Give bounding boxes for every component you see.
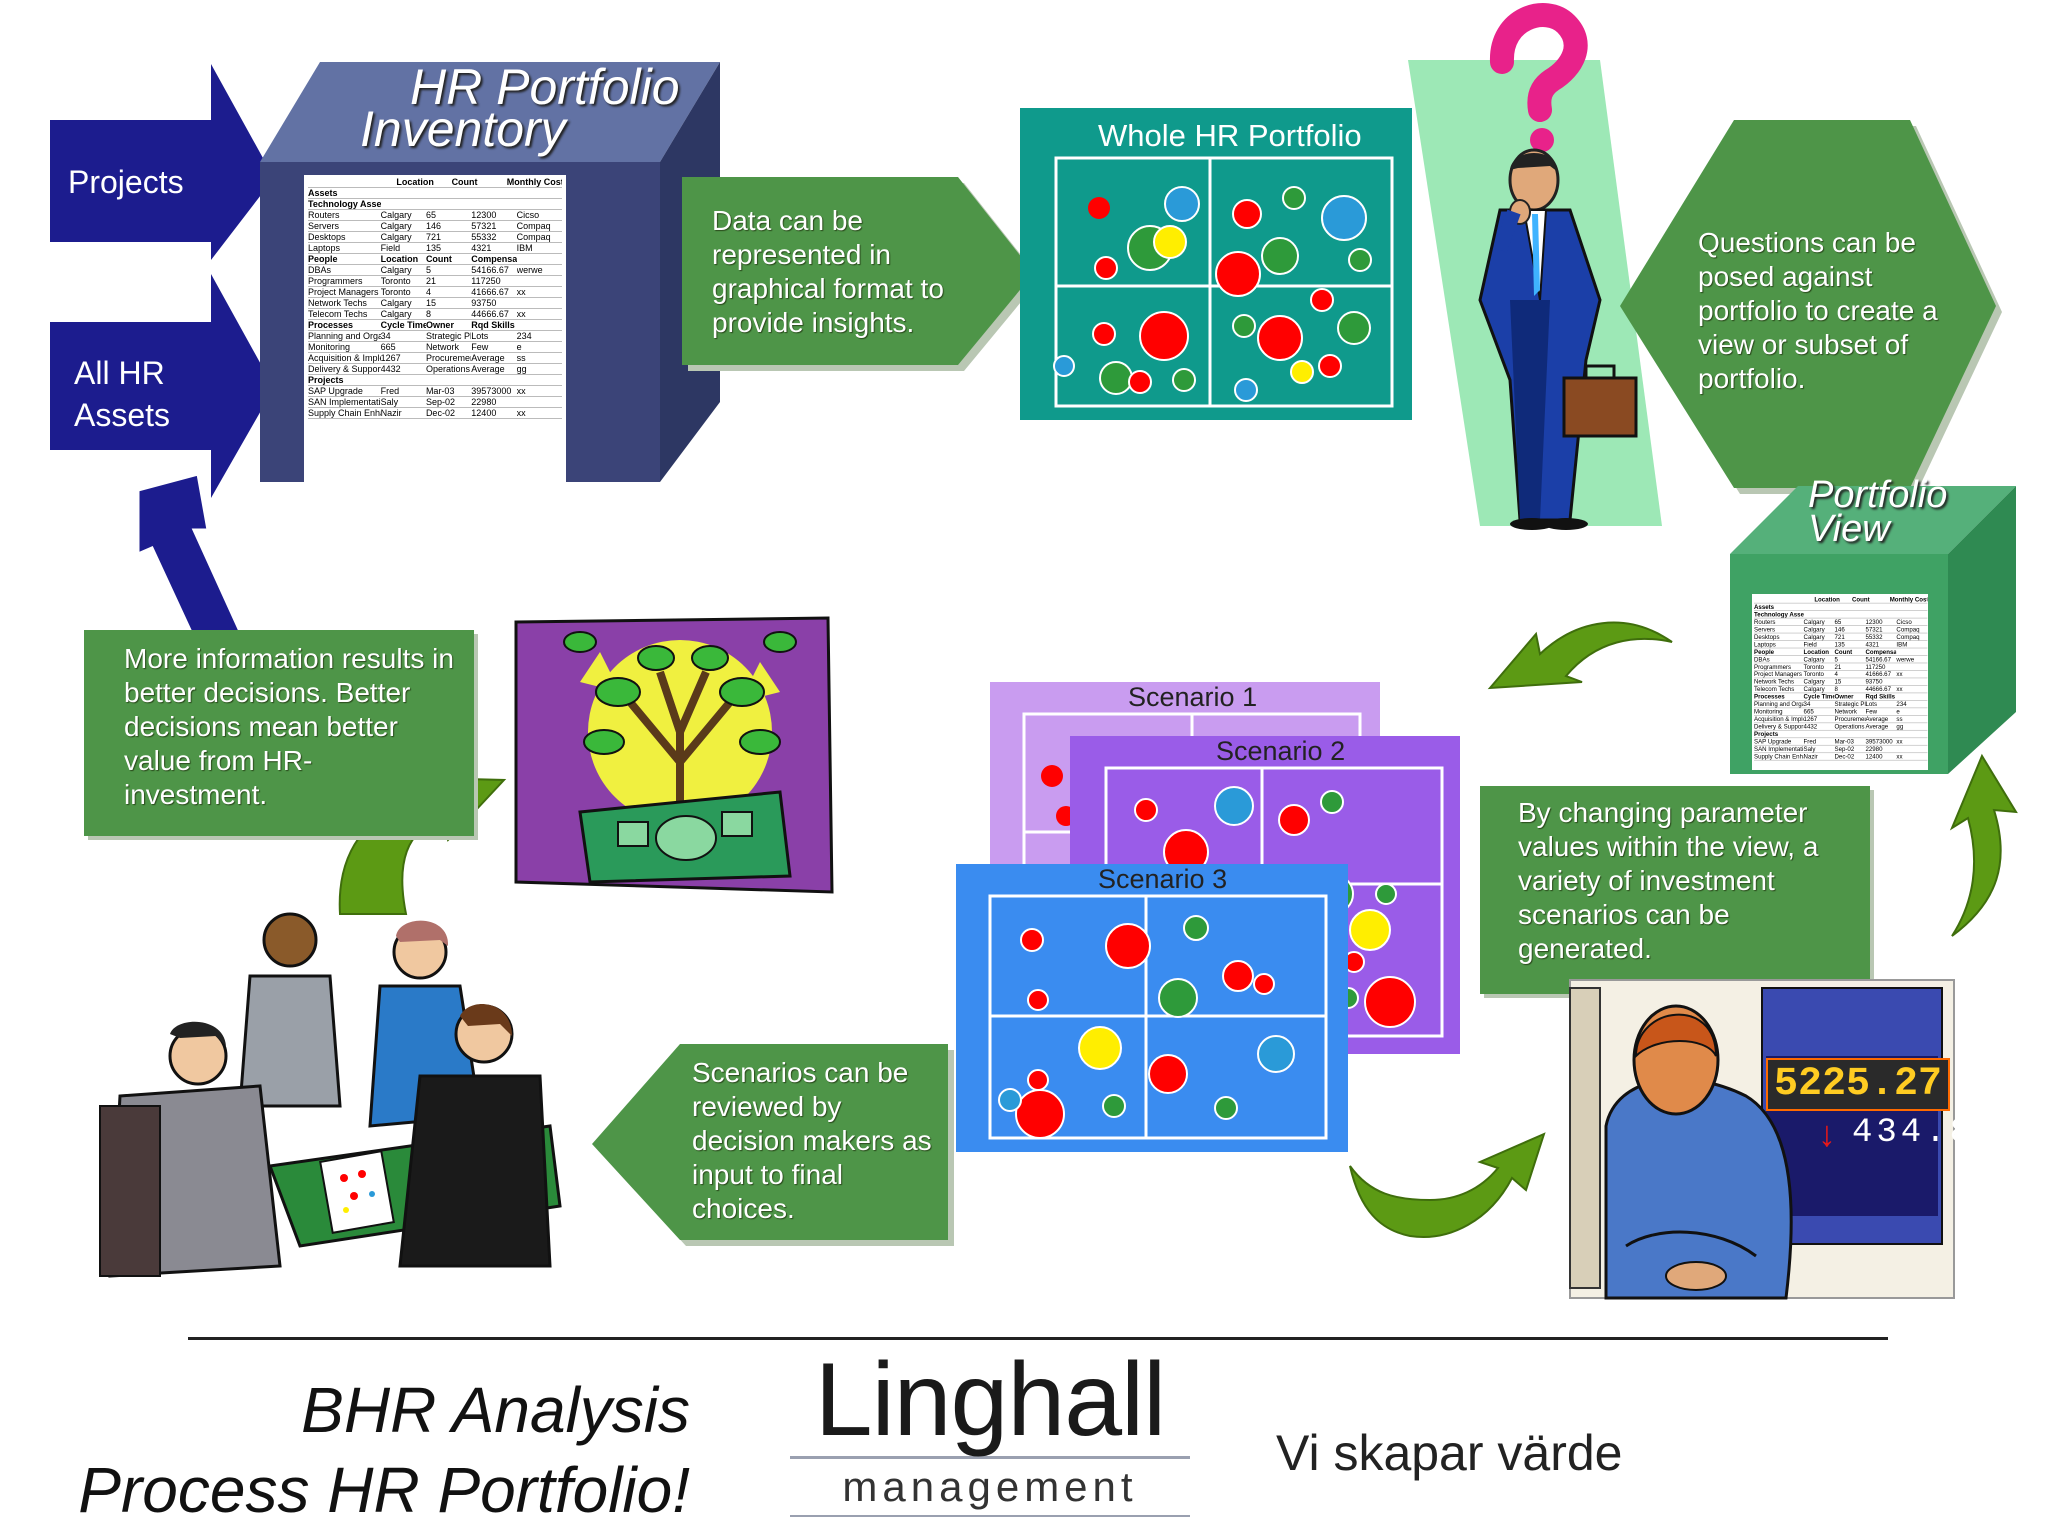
inventory-sheet-row: Projects	[308, 375, 562, 386]
inventory-sheet-row: Planning and Organizing34Strategic Plann…	[308, 331, 562, 342]
inventory-sheet-row: PeopleLocationCountCompensation	[308, 254, 562, 265]
all-hr-assets-arrow	[50, 274, 274, 498]
view-sheet-row: PeopleLocationCountCompensation	[1754, 648, 1928, 656]
inventory-title: HR Portfolio Inventory	[360, 59, 680, 157]
logo-sub: management	[842, 1463, 1138, 1510]
linghall-logo: Linghall management	[790, 1346, 1190, 1517]
footer-title: BHR Analysis Process HR Portfolio!	[78, 1374, 690, 1526]
view-sheet-row: Technology Assets	[1754, 611, 1928, 619]
curved-arrow-bottom-right	[1349, 1132, 1546, 1238]
projects-label: Projects	[68, 164, 184, 200]
more-info-callout-text: More information results in better decis…	[124, 643, 454, 810]
view-sheet-row: Supply Chain EnhancementsNazirDec-021240…	[1754, 753, 1928, 761]
inventory-sheet-row: Acquisition & Implementation1267Procurem…	[308, 353, 562, 364]
more-info-callout: More information results in better decis…	[84, 630, 474, 836]
changing-callout: By changing parameter values within the …	[1480, 786, 1870, 994]
scenario-2-title: Scenario 2	[1216, 736, 1346, 766]
view-sheet-row: Acquisition & Implementation1267Procurem…	[1754, 716, 1928, 724]
data-callout-text: Data can be represented in graphical for…	[712, 205, 944, 338]
inventory-sheet-row: Assets	[308, 188, 562, 199]
view-sheet-row: Assets	[1754, 603, 1928, 611]
money-plant-illustration	[514, 616, 834, 894]
stock-trader-illustration	[1569, 979, 1955, 1300]
questions-callout-shape	[1620, 120, 2002, 494]
portfolio-view-title: Portfolio View	[1808, 474, 1948, 550]
thinking-businessman-illustration	[1408, 3, 1662, 530]
logo-rule-bottom	[790, 1515, 1190, 1517]
scenario-3-title: Scenario 3	[1098, 864, 1228, 894]
footer-divider	[188, 1337, 1888, 1340]
ticker-value: 5225.27	[1766, 1058, 1951, 1111]
whole-portfolio-title: Whole HR Portfolio	[1098, 118, 1362, 153]
meeting-illustration	[99, 912, 562, 1278]
scenario-3-panel: Scenario 3	[956, 864, 1348, 1152]
whole-portfolio-grid	[1053, 156, 1394, 408]
curved-arrow-right-down	[1949, 753, 2018, 937]
questions-callout-text: Questions can be posed against portfolio…	[1698, 227, 1938, 394]
changing-callout-text: By changing parameter values within the …	[1518, 797, 1819, 964]
all-hr-assets-label: All HR Assets	[74, 355, 171, 433]
data-callout-shape	[682, 177, 1040, 371]
scenario-2-grid	[1104, 766, 1444, 1038]
logo-main: Linghall	[814, 1342, 1167, 1458]
projects-arrow	[50, 64, 274, 260]
whole-portfolio-panel: Whole HR Portfolio	[1020, 108, 1412, 420]
scenario-3-grid	[988, 894, 1328, 1140]
inventory-sheet-row: Supply Chain EnhancementsNazirDec-021240…	[308, 408, 562, 419]
reviewed-callout-text: Scenarios can be reviewed by decision ma…	[692, 1057, 932, 1224]
view-sheet-row: Projects	[1754, 731, 1928, 739]
ticker-change: 434.8	[1852, 1114, 1975, 1152]
logo-rule	[790, 1456, 1190, 1459]
ticker-down-icon: ↓	[1818, 1113, 1836, 1154]
curved-arrow-top-right	[1487, 621, 1673, 690]
view-sheet-row: Planning and Organizing34Strategic Plann…	[1754, 701, 1928, 709]
tagline: Vi skapar värde	[1276, 1425, 1623, 1481]
reviewed-callout-shape	[592, 1044, 954, 1246]
scenario-1-title: Scenario 1	[1128, 682, 1258, 712]
inventory-sheet-row: Technology Assets	[308, 199, 562, 210]
